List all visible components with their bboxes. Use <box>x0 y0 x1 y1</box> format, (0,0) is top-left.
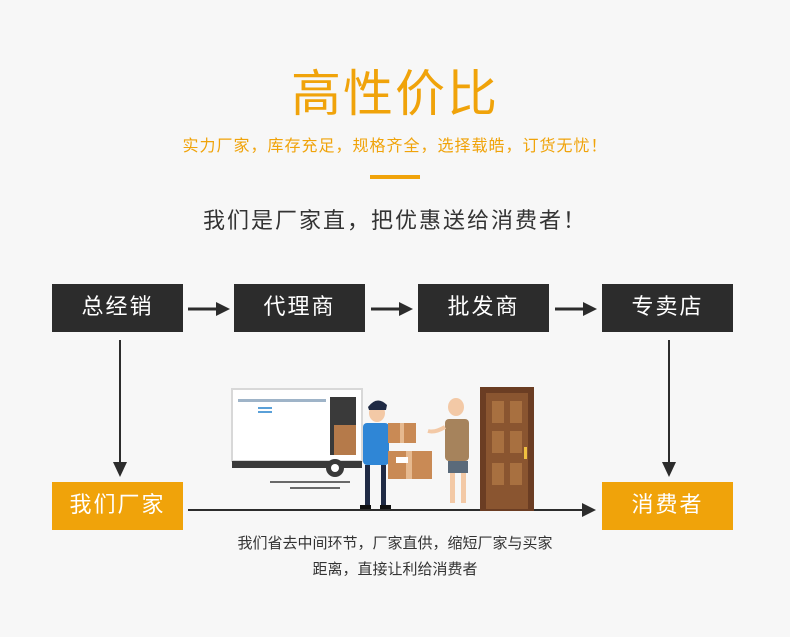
factory-box: 我们厂家 <box>52 482 183 530</box>
arrow-down-icon <box>662 340 676 477</box>
chain-box-store: 专卖店 <box>602 284 733 332</box>
page-subtitle: 实力厂家，库存充足，规格齐全，选择载皓，订货无忧！ <box>182 136 608 155</box>
arrow-right-icon <box>555 302 597 316</box>
savings-note-line1: 我们省去中间环节，厂家直供，缩短厂家与买家 <box>237 534 553 552</box>
chain-box-general-distributor: 总经销 <box>52 284 183 332</box>
arrow-down-icon <box>113 340 127 477</box>
consumer-box: 消费者 <box>602 482 733 530</box>
door-icon <box>480 387 534 511</box>
boxes-icon <box>388 451 432 479</box>
savings-note-line2: 距离，直接让利给消费者 <box>312 560 478 578</box>
title-divider <box>370 175 420 179</box>
arrow-right-icon <box>371 302 413 316</box>
arrow-right-icon <box>188 302 230 316</box>
savings-note: 我们省去中间环节，厂家直供，缩短厂家与买家 距离，直接让利给消费者 <box>190 530 600 582</box>
customer-icon <box>427 398 469 503</box>
delivery-illustration <box>231 387 534 511</box>
chain-box-wholesaler: 批发商 <box>418 284 549 332</box>
delivery-man-icon <box>360 400 416 509</box>
slogan: 我们是厂家直，把优惠送给消费者！ <box>202 209 587 234</box>
page-title: 高性价比 <box>291 65 499 123</box>
truck-icon <box>231 388 363 489</box>
chain-box-agent: 代理商 <box>234 284 365 332</box>
